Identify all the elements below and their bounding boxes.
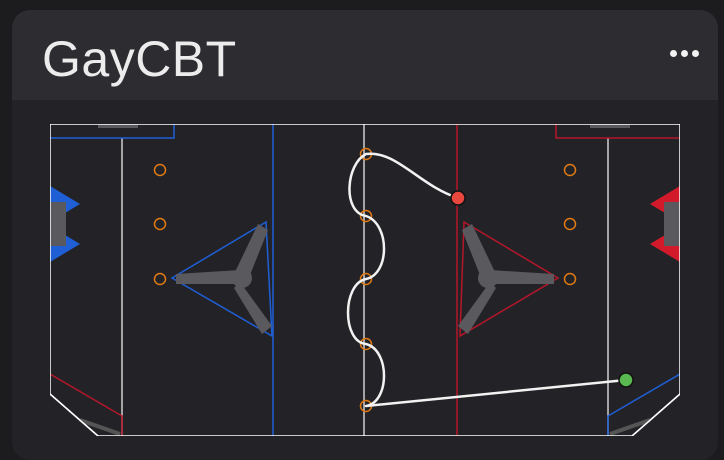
more-horizontal-icon: [691, 49, 699, 57]
red-top-station-block: [590, 124, 630, 128]
more-horizontal-icon: [680, 49, 688, 57]
blue-top-station-block: [98, 124, 138, 128]
ring-marker: [359, 337, 373, 351]
blue-bottom-corner: [607, 373, 680, 436]
red-hub-outline: [459, 220, 560, 338]
more-horizontal-icon: [669, 49, 677, 57]
robot-path: [346, 152, 628, 408]
path-card: GayCBT: [12, 10, 718, 460]
left-bottom-ramp: [79, 418, 121, 436]
field-preview[interactable]: [50, 124, 680, 436]
ring-marker: [563, 272, 577, 286]
field-map: [50, 124, 680, 436]
red-goal-block: [664, 202, 680, 246]
ring-marker: [359, 209, 373, 223]
red-top-station: [555, 124, 680, 139]
ring-marker: [153, 163, 167, 177]
ring-markers: [153, 147, 577, 413]
ring-marker: [563, 163, 577, 177]
red-bottom-corner: [50, 373, 123, 436]
ring-marker: [153, 217, 167, 231]
path-start-point[interactable]: [450, 190, 466, 206]
card-title: GayCBT: [42, 31, 237, 87]
right-bottom-ramp: [609, 418, 651, 436]
red-hub: [458, 224, 554, 334]
path-end-point[interactable]: [618, 372, 634, 388]
ring-marker: [563, 217, 577, 231]
ring-marker: [359, 272, 373, 286]
blue-top-station: [50, 124, 175, 139]
blue-hub-outline: [170, 220, 273, 338]
more-options-button[interactable]: [664, 38, 704, 68]
card-header: GayCBT: [12, 10, 718, 100]
blue-hub: [176, 224, 272, 334]
ring-marker: [153, 272, 167, 286]
blue-goal-block: [50, 202, 66, 246]
